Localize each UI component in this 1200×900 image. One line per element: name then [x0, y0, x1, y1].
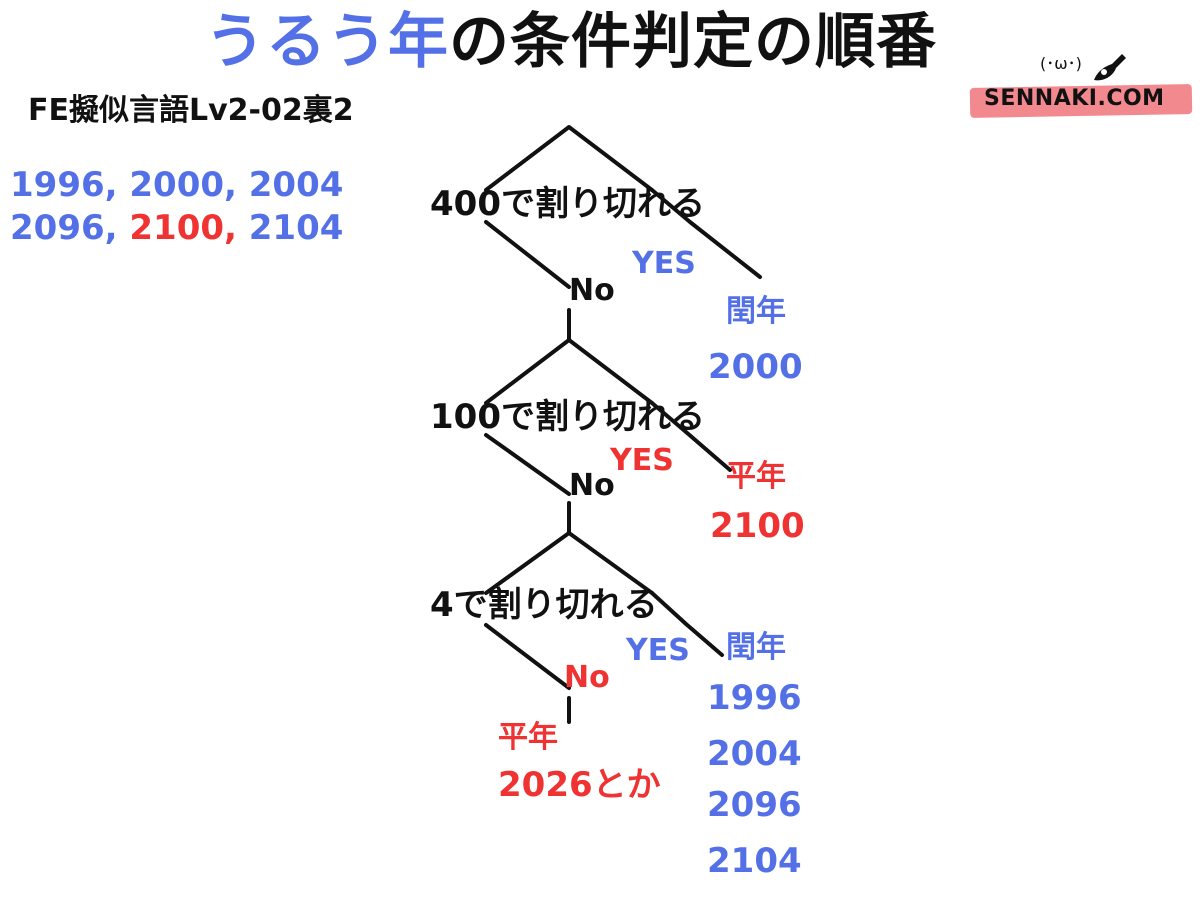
- example-year-2104: 2104: [236, 208, 344, 248]
- diamond-2-bottom-left: [484, 433, 571, 496]
- example-years-line-1: 1996, 2000, 2004: [10, 165, 344, 205]
- diamond-3-top: [484, 531, 654, 595]
- step3-result-value-2096: 2096: [707, 785, 802, 825]
- step3-yes-label: YES: [626, 633, 690, 668]
- diamond-2-top: [484, 338, 654, 405]
- step1-yes-label: YES: [632, 246, 696, 281]
- logo-face: (･ω･): [1040, 54, 1082, 73]
- example-years-line-2: 2096, 2100, 2104: [10, 211, 343, 245]
- step1-result-label: 閏年: [726, 294, 786, 329]
- step3-no-label: No: [564, 660, 610, 695]
- step1-no-label: No: [569, 273, 615, 308]
- step2-yes-label: YES: [610, 443, 674, 478]
- title-rest: の条件判定の順番: [449, 7, 937, 77]
- step3-result-value-1996: 1996: [707, 678, 802, 718]
- diamond-3-bottom-left: [484, 623, 571, 690]
- condition-100: 100で割り切れる: [430, 397, 705, 437]
- step3-no-result-label: 平年: [498, 720, 558, 755]
- step3-result-label: 閏年: [726, 630, 786, 665]
- example-year-2100: 2100,: [129, 208, 237, 248]
- page-title: うるう年の条件判定の順番: [205, 12, 937, 72]
- step2-result-value: 2100: [710, 506, 805, 546]
- step3-result-value-2004: 2004: [707, 734, 802, 774]
- condition-4: 4で割り切れる: [430, 585, 658, 625]
- step1-result-value: 2000: [708, 347, 803, 387]
- step2-no-label: No: [569, 468, 615, 503]
- diamond-1-bottom-left: [484, 220, 571, 289]
- diamond-2-yes-branch: [650, 401, 732, 472]
- step3-result-value-2104: 2104: [707, 841, 802, 881]
- paintbrush-icon: [1094, 54, 1126, 81]
- step2-result-label: 平年: [726, 459, 786, 494]
- title-highlight: うるう年: [205, 7, 449, 77]
- condition-400: 400で割り切れる: [430, 184, 705, 224]
- logo-text: SENNAKI.COM: [984, 86, 1165, 111]
- diamond-3-yes-branch: [650, 591, 724, 657]
- step3-no-result-value: 2026とか: [498, 765, 661, 805]
- site-logo: (･ω･) SENNAKI.COM: [969, 52, 1195, 122]
- diamond-1-top: [484, 125, 654, 192]
- subtitle: FE擬似言語Lv2-02裏2: [28, 93, 354, 128]
- diamond-1-yes-branch: [650, 188, 762, 279]
- example-year-2096: 2096,: [10, 208, 130, 248]
